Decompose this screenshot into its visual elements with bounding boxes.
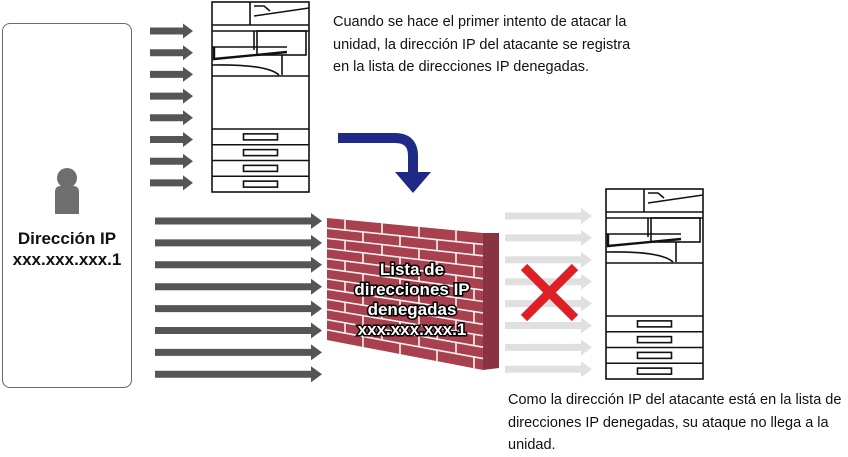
mortar-line [326,247,484,269]
arrow-right-icon [505,339,592,356]
arrow-right-icon [505,251,592,268]
arrow-right-icon [155,344,322,361]
arrow-right-icon [505,317,592,334]
arrow-right-icon [505,229,592,246]
blocklist-line-2: direcciones IP [354,280,469,299]
mortar-line [326,257,484,280]
attacker-ip-label: Dirección IP xxx.xxx.xxx.1 [2,228,132,270]
arrow-right-icon [150,153,193,169]
attacker-label-line-1: Dirección IP [17,229,117,248]
wall-side [483,233,499,370]
blocklist-line-4: xxx.xxx.xxx.1 [358,320,467,339]
output-tray [606,234,682,248]
mortar-line [326,308,484,337]
output-tray [212,47,288,61]
arrow-right-icon [150,132,193,147]
mortar-line [326,298,484,326]
drawer-handle [636,367,673,375]
arrow-right-icon [150,45,193,61]
drawer-handle [636,320,673,328]
mortar-line [326,318,484,348]
arrow-right-icon [150,88,193,104]
mortar-line [326,268,484,291]
mortar-line [326,227,484,246]
arrow-right-icon [155,278,322,295]
attack-arrows-to-wall [155,213,322,383]
arrow-right-icon [155,322,322,339]
arrow-right-icon [150,175,193,191]
curved-arrow-down-icon [338,133,431,193]
wall-face [327,218,483,370]
attacker-label-line-2: xxx.xxx.xxx.1 [12,250,122,269]
arrow-right-icon [505,273,592,290]
drawer-handle [242,148,279,157]
first-attempt-arrows [150,23,193,191]
output-curve [211,64,280,76]
drawer-handle [636,351,673,360]
brick-wall-icon [326,218,499,370]
arrow-right-icon [505,295,592,312]
arrow-right-icon [155,256,322,273]
arrow-right-icon [155,366,322,383]
drawer-handle [242,164,279,173]
printer-body [211,1,310,193]
feeder-tray [647,194,704,204]
caption-first-attempt: Cuando se hace el primer intento de atac… [333,14,631,75]
arrow-right-icon [155,300,322,317]
attacker-panel [2,23,132,388]
cross-icon [520,263,579,322]
printer-icon [211,1,310,193]
arrow-right-icon [505,208,592,224]
arrow-right-icon [150,23,193,39]
caption-blocked: Como la dirección IP del atacante está e… [508,392,842,453]
output-curve [605,251,674,263]
arrow-right-icon [155,213,322,229]
blocked-arrows [505,208,592,378]
arrow-right-icon [150,110,193,126]
drawer-handle [242,133,279,141]
blocklist-label: Lista de direcciones IP denegadas xxx.xx… [353,259,471,341]
mortar-line [326,288,484,314]
feeder-tray [253,7,310,17]
blocklist-line-3: denegadas [368,300,457,319]
mortar-line [326,237,484,257]
blocklist-line-1: Lista de [380,260,444,279]
arrow-right-icon [150,66,193,82]
printer-icon [605,188,704,380]
mortar-line [326,278,484,303]
drawer-handle [242,180,279,188]
arrow-right-icon [155,234,322,251]
drawer-handle [636,335,673,344]
diagram-canvas: Lista de direcciones IP denegadas xxx.xx… [55,1,704,383]
feeder-tray [254,5,271,12]
person-icon [55,168,79,214]
printer-body [605,188,704,380]
mortar-line [326,329,484,360]
arrow-right-icon [505,361,592,378]
feeder-tray [648,192,665,199]
